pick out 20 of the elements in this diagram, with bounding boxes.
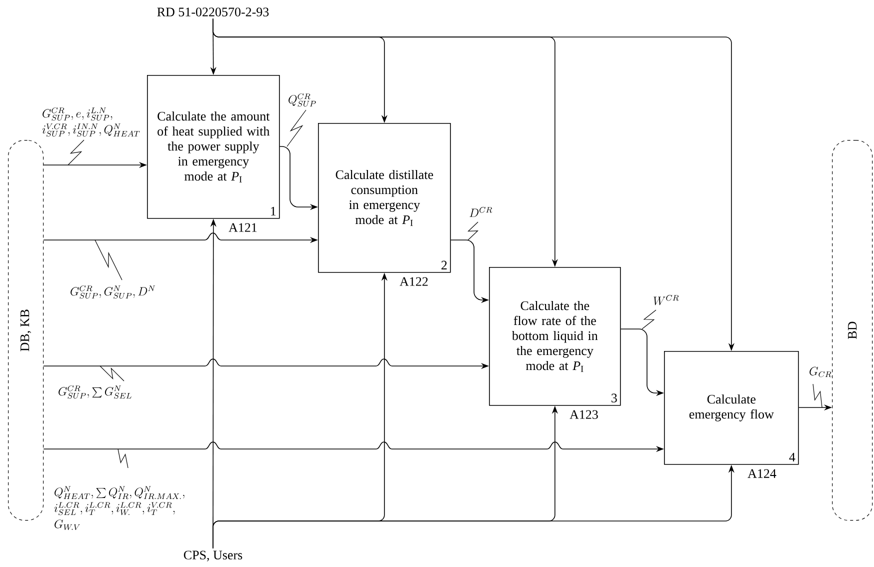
node-code: A123 (570, 410, 598, 419)
node-code: A121 (228, 223, 257, 232)
edge-label: $G^{CR}_{SUP}, G^{N}_{SUP}, D^{N}$ (70, 240, 156, 299)
data-store: BD (832, 140, 873, 521)
edge-label: $Q^{CR}_{SUP}$ (286, 93, 316, 147)
box-number: 2 (441, 260, 447, 270)
node-code: A124 (748, 469, 776, 478)
edge-label: $G^{CR}_{SUP}, \sum G^{N}_{SEL}$ (58, 366, 132, 399)
box-number: 4 (789, 452, 796, 462)
edge-label: $Q^{N}_{HEAT}, \sum Q^{N}_{IR}, Q^{N}_{IR.MAX.},\allowbreak i^{L.CR}_{SEL}, i^{L.CR}_{T}, i^{L.CR}_{W.}, i^{V.CR}_{T},\allowbreak G_{W.V}$ (54, 448, 184, 530)
edge-label: $G^{CR}_{SUP}, e, i^{L.N}_{SUP},\allowbreak i^{V.CR}_{SUP}, i^{IN.N}_{SUP}, Q^{N}_{HEAT}$ (42, 107, 140, 166)
edge-label: $G_{CR}$ (810, 366, 832, 408)
mechanism-label: CPS, Users (184, 550, 242, 562)
edge-label: $D^{CR}$ (468, 206, 492, 240)
node-code: A122 (400, 277, 428, 286)
edge-label: $W^{CR}$ (642, 294, 679, 330)
data-store: DB, KB (8, 140, 44, 521)
box-number: 1 (271, 206, 276, 216)
box-number: 3 (612, 394, 617, 402)
control-label: RD 51-0220570-2-93 (157, 8, 269, 16)
